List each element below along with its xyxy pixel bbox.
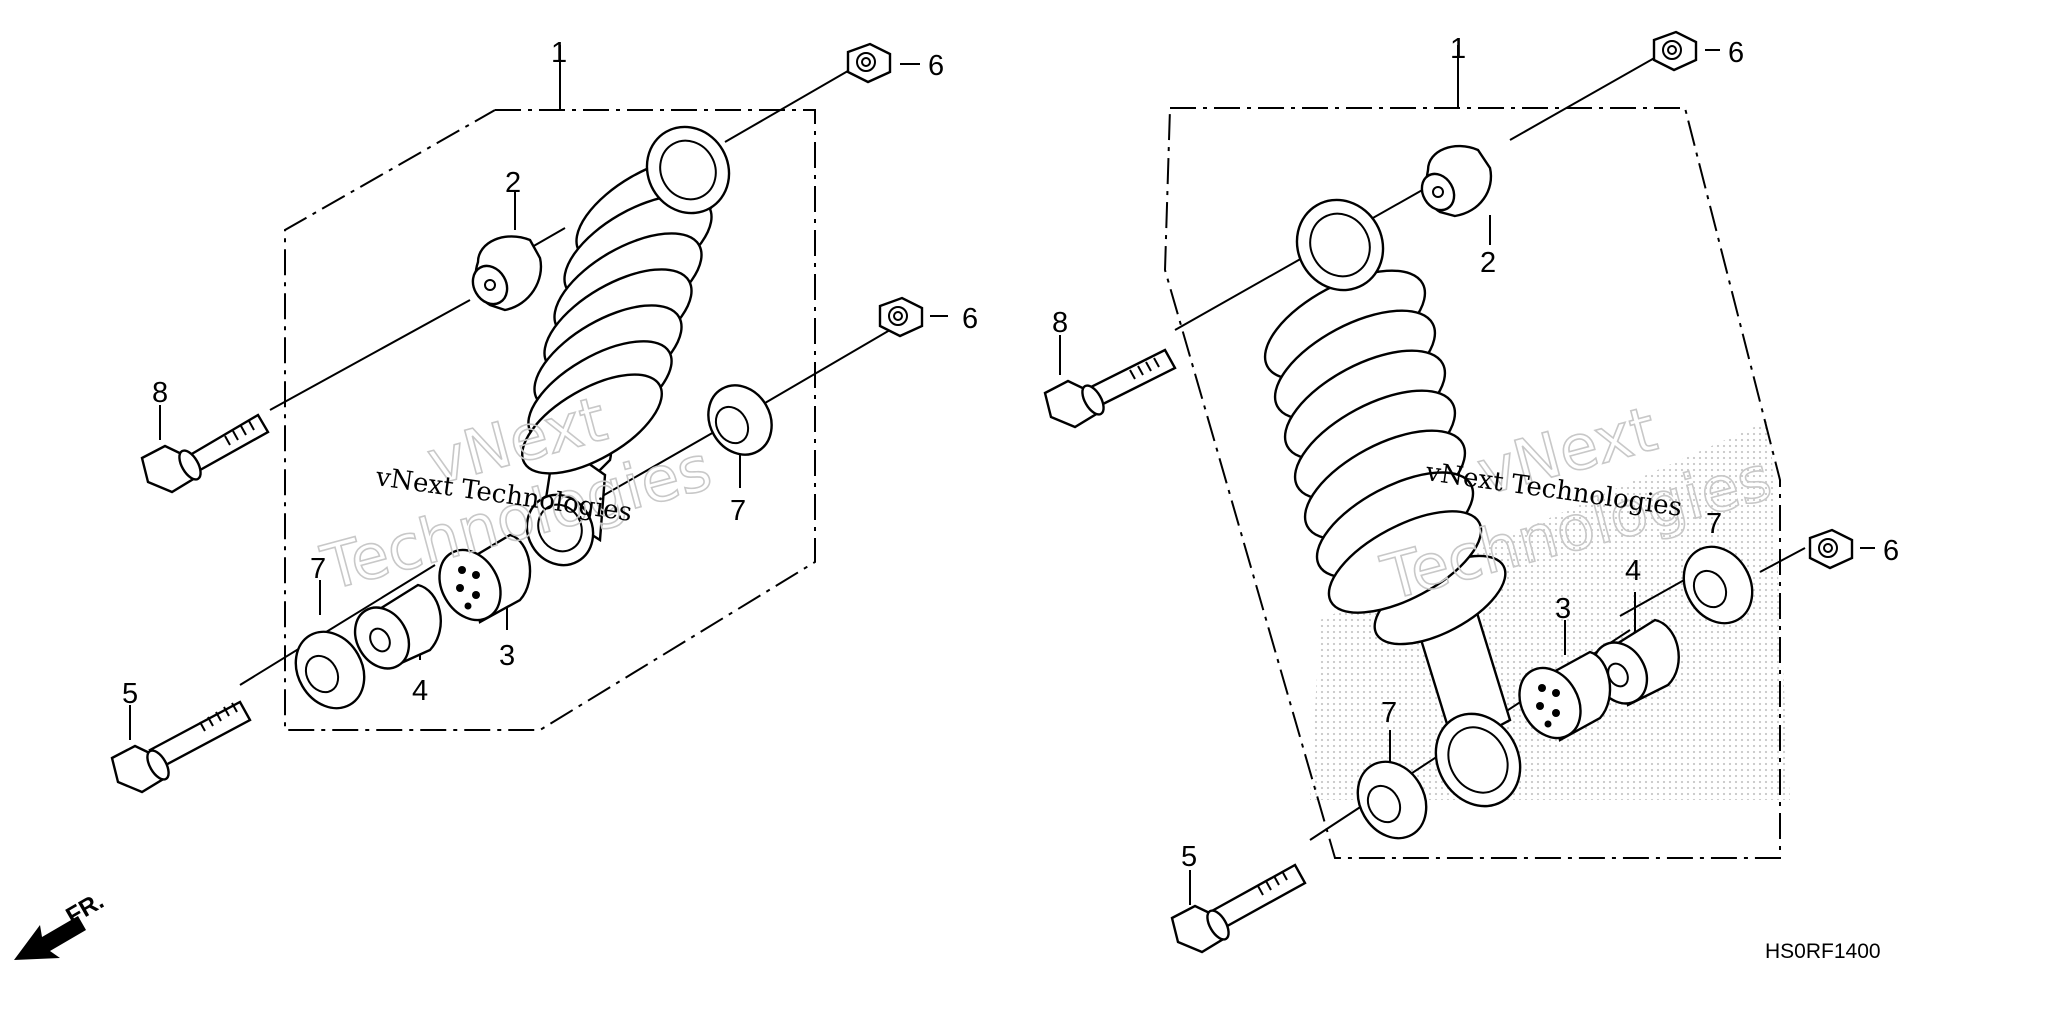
- left-callout-4: 4: [412, 675, 428, 707]
- front-direction-arrow: FR.: [14, 887, 108, 960]
- right-callout-5: 5: [1181, 841, 1197, 873]
- right-callout-6-lower: 6: [1883, 535, 1899, 567]
- right-part-6-lower-nut: [1808, 528, 1854, 570]
- left-callout-8: 8: [152, 377, 168, 409]
- left-callout-3: 3: [499, 640, 515, 672]
- left-assembly-boundary: [284, 109, 816, 731]
- right-part-5-lower-bolt: [1170, 863, 1307, 954]
- right-callout-3: 3: [1555, 593, 1571, 625]
- right-part-3-rubber-bushing: [1518, 650, 1612, 742]
- left-assembly: 1 2 3 4 5 6 6 7 7 8: [110, 37, 978, 794]
- left-callout-5: 5: [122, 678, 138, 710]
- left-part-5-lower-bolt: [110, 700, 252, 794]
- left-part-7-washer-left: [294, 630, 366, 710]
- left-callout-2: 2: [505, 167, 521, 199]
- left-callout-7-left: 7: [310, 553, 326, 585]
- arrow-icon: [14, 916, 86, 960]
- right-callout-2: 2: [1480, 247, 1496, 279]
- right-shock-absorber: [1263, 198, 1522, 808]
- left-callout-1: 1: [551, 37, 567, 69]
- right-callout-8: 8: [1052, 307, 1068, 339]
- right-part-7-washer-left: [1356, 760, 1428, 840]
- left-part-4-collar: [353, 583, 442, 670]
- right-part-8-upper-bolt: [1043, 348, 1177, 429]
- left-part-2-upper-bushing: [471, 235, 543, 312]
- figure-code: HS0RF1400: [1765, 940, 1881, 963]
- right-callout-1: 1: [1450, 33, 1466, 65]
- right-assembly-boundary: [1163, 107, 1781, 859]
- right-assembly: 1 2 3 4 5 6 6 7 7 8: [1043, 30, 1899, 954]
- right-callout-7-left: 7: [1381, 697, 1397, 729]
- left-part-3-rubber-bushing: [438, 533, 532, 624]
- right-part-6-top-nut: [1652, 30, 1698, 72]
- left-callout-7-right: 7: [730, 495, 746, 527]
- left-part-6-lower-nut: [878, 296, 924, 338]
- right-part-7-washer-right: [1682, 545, 1754, 625]
- right-callout-4: 4: [1625, 555, 1641, 587]
- left-part-7-washer-right: [707, 384, 773, 456]
- left-part-6-top-nut: [846, 42, 892, 84]
- right-part-2-upper-bushing: [1420, 144, 1493, 218]
- dotted-background-mark: [1310, 420, 1790, 800]
- right-callout-6-top: 6: [1728, 37, 1744, 69]
- right-callout-7-right: 7: [1706, 508, 1722, 540]
- left-callout-6-lower: 6: [962, 303, 978, 335]
- left-callout-6-top: 6: [928, 50, 944, 82]
- left-shock-absorber: [521, 125, 731, 567]
- left-part-8-upper-bolt: [140, 413, 270, 494]
